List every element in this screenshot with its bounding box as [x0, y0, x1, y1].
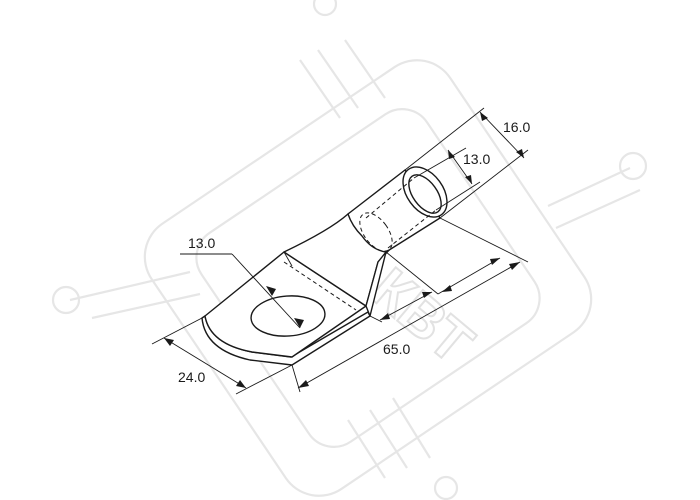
dimensions [151, 107, 529, 395]
length-label: 65.0 [383, 341, 411, 357]
width-label: 24.0 [178, 369, 206, 385]
barrel-outer-label: 16.0 [503, 119, 531, 135]
hole-diameter-label: 13.0 [188, 235, 216, 251]
cable-lug [201, 166, 448, 366]
barrel-inner-label: 13.0 [463, 151, 491, 167]
